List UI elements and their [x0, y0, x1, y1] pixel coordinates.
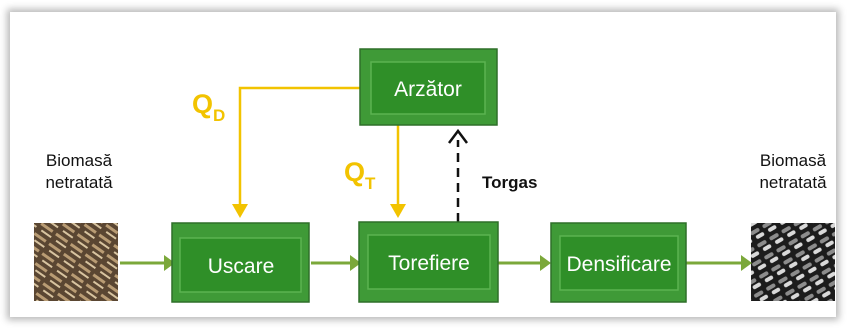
node-densificare: Densificare	[550, 222, 687, 303]
qt-arrow-head	[390, 204, 406, 218]
output-label-line2: netratată	[759, 173, 827, 192]
node-densificare-label: Densificare	[566, 253, 671, 276]
node-uscare: Uscare	[171, 222, 310, 303]
raw-biomass-image	[34, 223, 118, 301]
treated-biomass-image	[751, 223, 835, 301]
node-torefiere-label: Torefiere	[388, 252, 470, 275]
qt-label: QT	[344, 157, 376, 193]
node-torefiere: Torefiere	[358, 221, 499, 303]
node-arzator: Arzător	[359, 48, 498, 126]
input-label-line1: Biomasă	[46, 151, 113, 170]
qd-label: QD	[192, 89, 225, 125]
torgas-label: Torgas	[482, 173, 537, 192]
flow-arrow-heads	[164, 255, 752, 271]
input-label-line2: netratată	[45, 173, 113, 192]
qd-arrow-head	[232, 204, 248, 218]
node-uscare-label: Uscare	[208, 255, 275, 278]
torgas-arrow-head	[448, 128, 468, 144]
qd-heat-line	[238, 86, 360, 210]
output-label-line1: Biomasă	[760, 151, 827, 170]
node-arzator-label: Arzător	[394, 78, 462, 101]
